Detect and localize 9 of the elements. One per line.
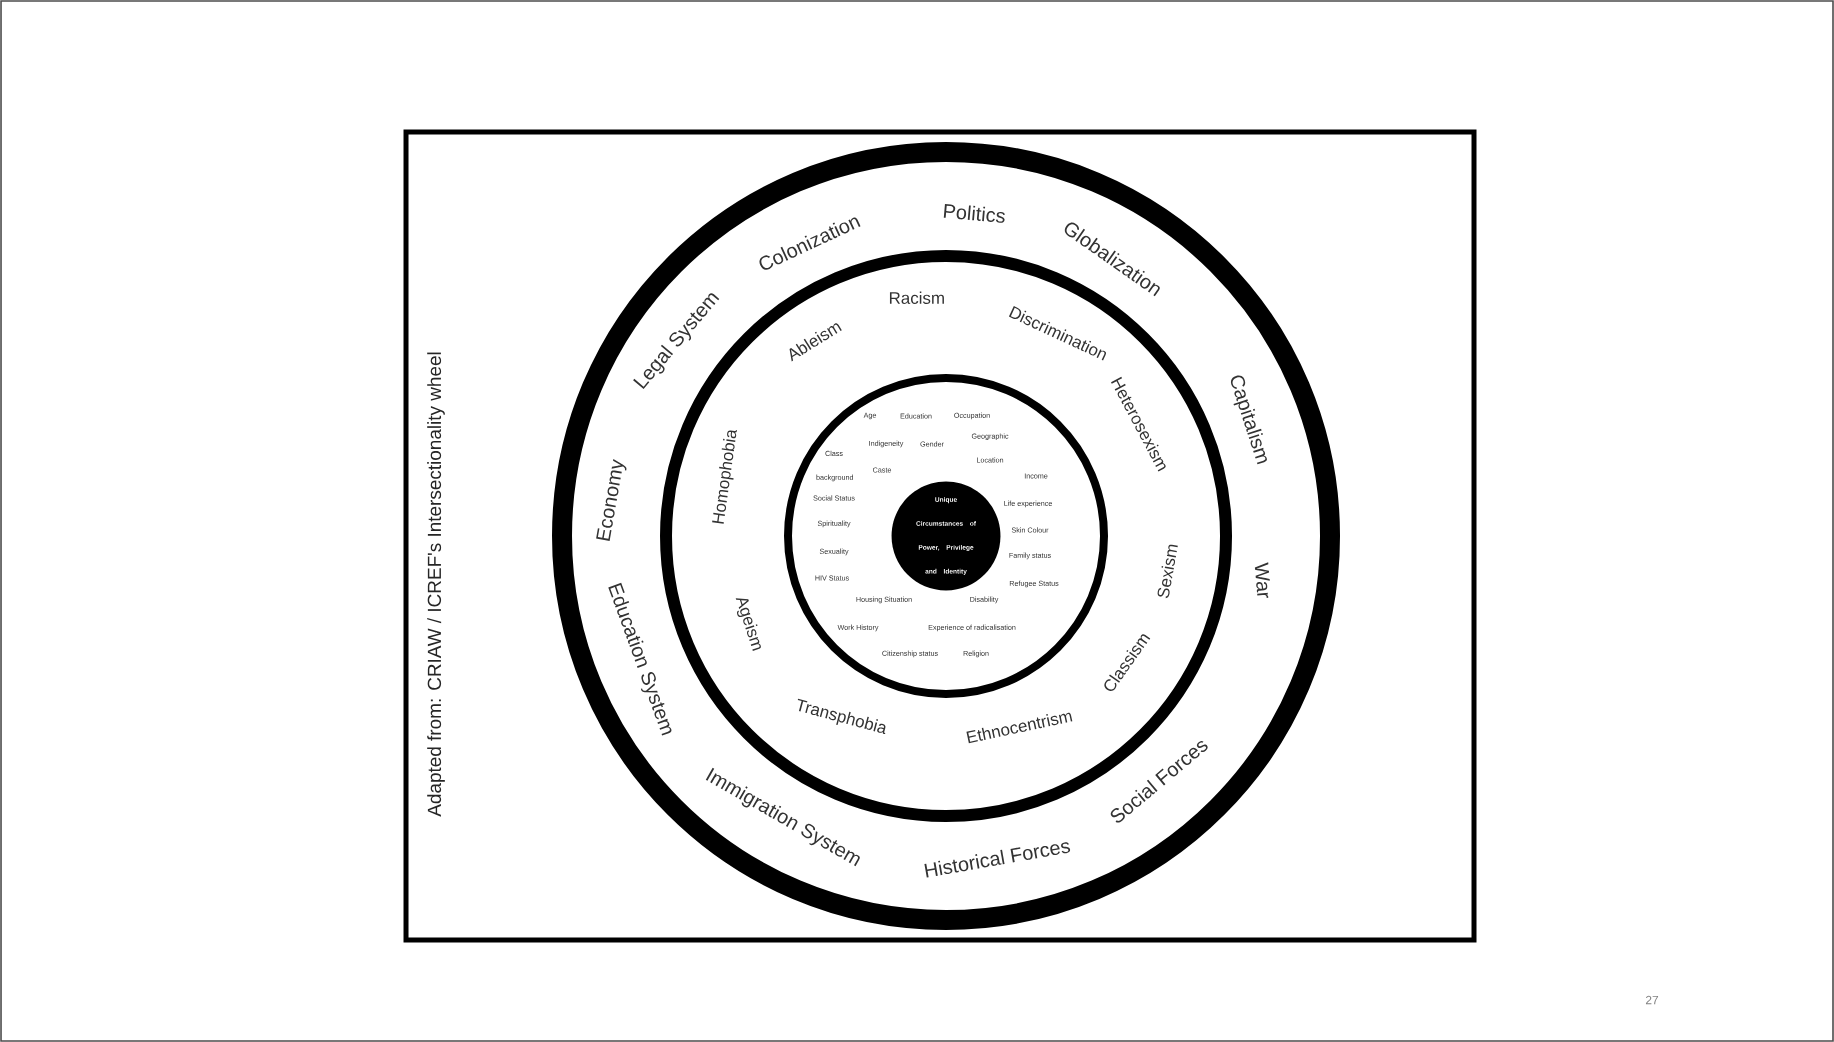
ring-label: Ageism [735, 598, 761, 651]
ring-label: Racism [889, 291, 944, 304]
ring-label: Sexism [1157, 544, 1178, 599]
ring-label: Homophobia [712, 429, 737, 524]
ring-label: Politics [943, 204, 1005, 223]
ring-label: War [1254, 562, 1270, 598]
ring-label: Historical Forces [924, 842, 1071, 878]
note-text: Adapted from: CRIAW / ICREF's Intersectionality wheel [427, 352, 445, 817]
ring-label: Economy [596, 458, 627, 541]
